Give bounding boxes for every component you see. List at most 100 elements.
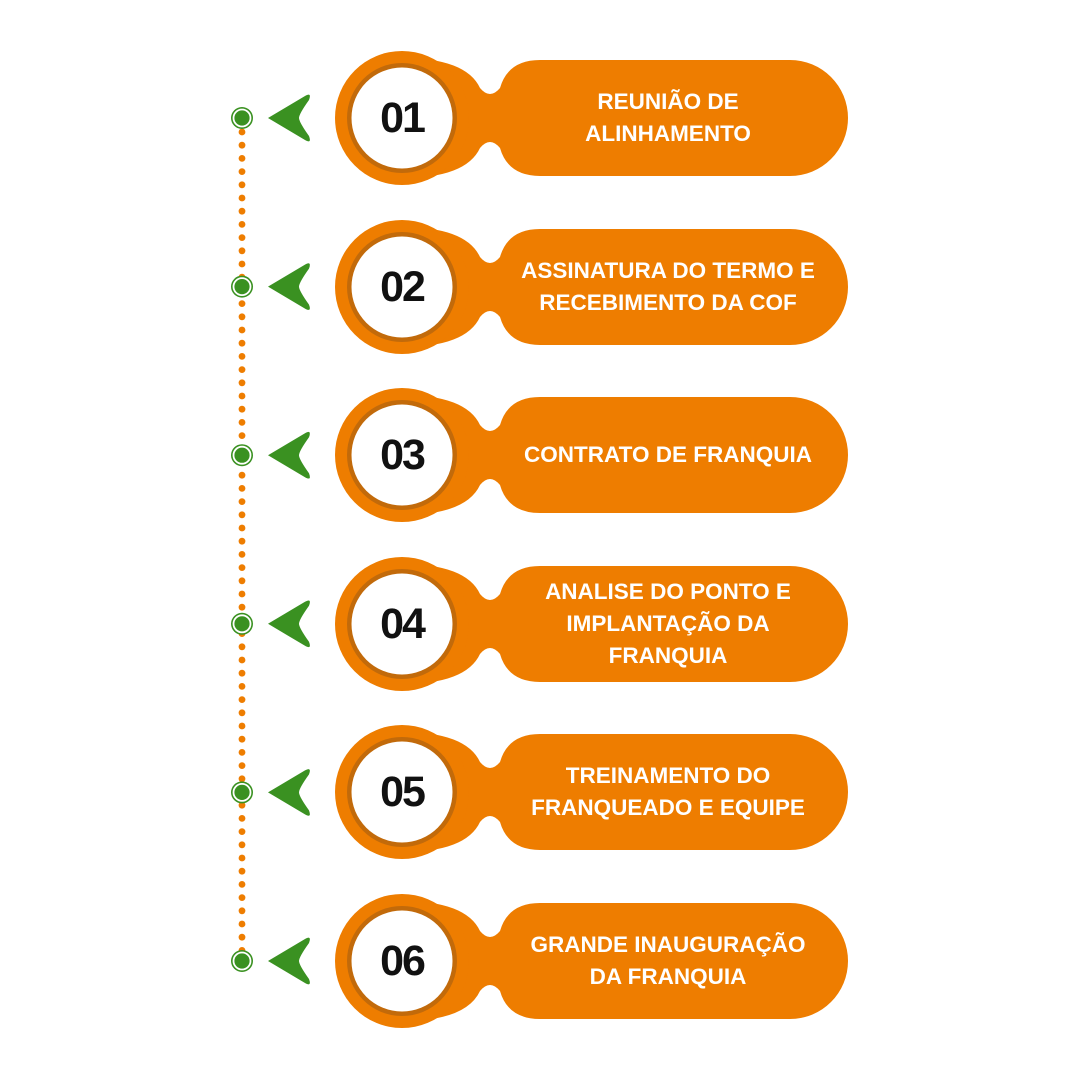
timeline-node-icon: [231, 950, 253, 972]
number-circle-inner: [351, 741, 453, 843]
step-pill: [402, 58, 848, 178]
step-number: 02: [380, 262, 426, 311]
timeline-dot: [238, 696, 246, 703]
process-step: 06 GRANDE INAUGURAÇÃO DA FRANQUIA: [0, 891, 1080, 1031]
step-shape: [335, 556, 848, 691]
timeline-dot: [238, 551, 246, 558]
step-shape: [335, 894, 848, 1028]
step-pill: [402, 395, 848, 516]
timeline-dot: [238, 920, 246, 928]
timeline-dot: [238, 564, 246, 571]
timeline-dot: [238, 260, 246, 268]
step-label: CONTRATO DE FRANQUIA: [524, 442, 812, 468]
arrow-left-icon: [268, 937, 310, 985]
timeline-dot: [238, 366, 246, 373]
timeline-dot: [238, 471, 246, 479]
timeline-dot: [238, 643, 246, 651]
timeline-dot: [238, 933, 246, 941]
timeline-dot: [238, 313, 246, 321]
timeline-dot: [238, 379, 246, 387]
step-pill: [402, 226, 848, 347]
step-label: ASSINATURA DO TERMO E RECEBIMENTO DA COF: [521, 257, 815, 315]
timeline-dot: [238, 194, 246, 202]
timeline-dot: [238, 419, 246, 426]
arrow-left-icon: [268, 263, 310, 310]
step-number: 06: [380, 937, 426, 985]
timeline-dot: [238, 432, 246, 439]
timeline-dot: [238, 498, 246, 505]
arrow-left-icon: [268, 600, 310, 648]
timeline-dot: [238, 709, 246, 717]
process-step: 01 REUNIÃO DE ALINHAMENTO: [0, 48, 1080, 188]
number-circle-inner: [351, 910, 453, 1012]
timeline-dot: [238, 537, 246, 545]
timeline-dot: [238, 511, 246, 519]
step-label: ANALISE DO PONTO E IMPLANTAÇÃO DA FRANQU…: [545, 578, 791, 668]
step-pill: [402, 732, 848, 853]
timeline-dot: [238, 762, 246, 769]
step-number: 03: [380, 431, 426, 480]
timeline-dot: [238, 326, 246, 334]
arrow-left-icon: [268, 769, 310, 816]
number-circle-inner: [351, 404, 453, 506]
step-number: 05: [380, 768, 426, 817]
step-shape: [335, 388, 848, 523]
timeline-dot: [238, 247, 246, 255]
step-label: TREINAMENTO DO FRANQUEADO E EQUIPE: [531, 763, 805, 821]
number-circle-inner: [351, 67, 453, 169]
step-label: GRANDE INAUGURAÇÃO DA FRANQUIA: [530, 932, 806, 989]
process-step: 04 ANALISE DO PONTO E IMPLANTAÇÃO DA FRAN…: [0, 554, 1080, 694]
step-pill: [402, 901, 848, 1021]
timeline-dot: [238, 300, 246, 307]
timeline-dot: [238, 168, 246, 176]
timeline-dot: [238, 749, 246, 756]
timeline-dot: [238, 603, 246, 611]
timeline-node-icon: [231, 107, 253, 129]
timeline-dot: [238, 881, 246, 888]
step-label: REUNIÃO DE ALINHAMENTO: [585, 89, 751, 146]
timeline-dot: [238, 128, 246, 136]
timeline-dot: [238, 775, 246, 783]
timeline-dot: [238, 815, 246, 822]
timeline-dot: [238, 894, 246, 901]
timeline-dot: [238, 485, 246, 492]
timeline-dot: [238, 801, 246, 809]
step-shape: [335, 725, 848, 860]
timeline-dot: [238, 353, 246, 360]
timeline-dot: [238, 828, 246, 835]
timeline-dot: [238, 841, 246, 849]
timeline-dot: [238, 155, 246, 162]
number-circle-inner: [351, 573, 453, 675]
timeline-dot: [238, 234, 246, 242]
timeline-dot: [238, 867, 246, 875]
step-number: 01: [380, 94, 426, 142]
timeline-node-icon: [231, 781, 253, 804]
timeline-dot: [238, 577, 246, 585]
timeline-dot: [238, 181, 246, 189]
timeline-dot: [238, 392, 246, 400]
timeline-dot: [238, 405, 246, 413]
process-step: 03 CONTRATO DE FRANQUIA: [0, 385, 1080, 525]
step-number: 04: [380, 599, 426, 648]
timeline-dot: [238, 524, 246, 532]
timeline-node-icon: [231, 275, 253, 298]
timeline-node-icon: [231, 444, 253, 467]
timeline-dot: [238, 683, 246, 690]
number-circle-inner: [351, 236, 453, 338]
timeline-dot: [238, 590, 246, 598]
arrow-left-icon: [268, 94, 310, 142]
timeline-dot: [238, 907, 246, 915]
timeline-dot: [238, 669, 246, 677]
timeline-dot: [238, 735, 246, 743]
timeline-dot: [238, 339, 246, 347]
timeline-dot: [238, 221, 246, 228]
timeline-dot: [238, 854, 246, 862]
process-step: 02 ASSINATURA DO TERMO E RECEBIMENTO DA C…: [0, 217, 1080, 357]
timeline-dot: [238, 141, 246, 149]
step-pill: [402, 563, 848, 684]
process-step: 05 TREINAMENTO DO FRANQUEADO E EQUIPE: [0, 722, 1080, 862]
step-shape: [335, 219, 848, 354]
timeline-dot: [238, 207, 246, 215]
